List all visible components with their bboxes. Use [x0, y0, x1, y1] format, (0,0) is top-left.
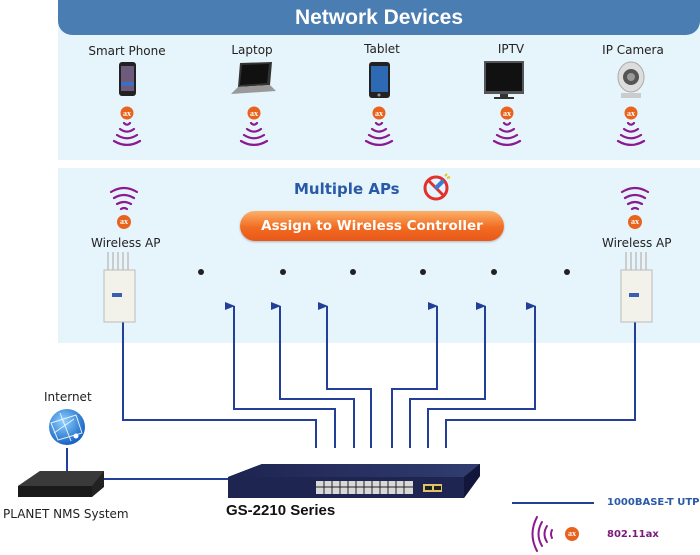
cable-uplink-5: [409, 302, 486, 448]
wifi-wave: [498, 127, 516, 133]
device-ip-camera: IP Camera: [578, 43, 688, 57]
network-devices-title: Network Devices: [58, 0, 700, 35]
device-smart-phone: Smart Phone: [72, 44, 182, 58]
smartphone-icon: [119, 62, 136, 96]
wifi-wave: [118, 127, 136, 133]
wifi-wave: [492, 139, 522, 147]
wifi-wave: [622, 127, 640, 133]
wifi-wave: [495, 133, 519, 140]
switch-icon: [228, 464, 480, 498]
ax-badge: [624, 106, 638, 120]
legend-ax-badge: ax: [565, 527, 579, 541]
internet-label: Internet: [44, 390, 92, 404]
multiple-aps-title: Multiple APs: [294, 180, 400, 198]
ax-badge-text: ax: [123, 109, 131, 118]
cable-left-ap: [122, 322, 317, 448]
wifi-wave: [122, 121, 132, 126]
cable-uplink-6: [427, 302, 536, 448]
dot: [350, 269, 356, 275]
ap-icons: [103, 186, 653, 323]
left-ap-label: Wireless AP: [91, 236, 161, 250]
tablet-icon: [369, 62, 390, 98]
no-cable-icon: [423, 173, 451, 201]
dot: [491, 269, 497, 275]
device-wifi-3: ax: [492, 106, 522, 147]
wifi-wave: [616, 139, 646, 147]
wifi-wave: [370, 127, 388, 133]
webcam-icon: [617, 61, 645, 98]
left-ap-device-icon: [103, 252, 136, 323]
device-tablet: Tablet: [327, 42, 437, 56]
laptop-icon: [231, 62, 276, 94]
right-ap-device-icon: [620, 252, 653, 323]
ax-badge-text: ax: [503, 109, 511, 118]
wifi-wave: [619, 133, 643, 140]
right-ap-wifi-icon: [620, 186, 650, 211]
device-wifi-2: ax: [364, 106, 394, 147]
ax-badge-text: ax: [375, 109, 383, 118]
device-icons: ax ax ax ax ax: [112, 61, 646, 147]
legend-wifi-icon: [531, 516, 553, 552]
nms-device-icon: [18, 471, 104, 497]
globe-icon: [49, 409, 85, 445]
cable-uplink-4: [391, 302, 438, 448]
multiple-aps-panel: [58, 168, 700, 343]
wifi-wave: [112, 139, 142, 147]
ax-badge-text: ax: [250, 109, 258, 118]
wifi-wave: [242, 133, 266, 140]
ax-badge: [372, 106, 386, 120]
legend-wifi-label: 802.11ax: [607, 529, 659, 540]
tv-icon: [484, 61, 524, 99]
device-wifi-0: ax: [112, 106, 142, 147]
dot: [420, 269, 426, 275]
device-label: IP Camera: [602, 43, 664, 57]
device-laptop: Laptop: [197, 43, 307, 57]
wifi-wave: [364, 139, 394, 147]
wifi-wave: [245, 127, 263, 133]
device-wifi-1: ax: [239, 106, 269, 147]
device-iptv: IPTV: [456, 42, 566, 56]
ax-badge: [500, 106, 514, 120]
assign-to-wireless-controller-button[interactable]: Assign to Wireless Controller: [240, 211, 504, 241]
device-label: IPTV: [497, 42, 525, 56]
right-ap-label: Wireless AP: [602, 236, 672, 250]
wifi-wave: [626, 121, 636, 126]
wifi-wave: [249, 121, 259, 126]
device-label: Tablet: [364, 42, 400, 56]
device-wifi-4: ax: [616, 106, 646, 147]
wifi-wave: [502, 121, 512, 126]
cable-uplink-2: [271, 302, 355, 448]
wifi-wave: [374, 121, 384, 126]
right-ap-ax-badge: ax: [628, 215, 642, 229]
dot: [198, 269, 204, 275]
ax-badge: [247, 106, 261, 120]
device-label: Smart Phone: [88, 44, 166, 58]
wifi-wave: [115, 133, 139, 140]
cable-uplink-1: [225, 302, 336, 448]
cable-right-ap: [445, 322, 636, 448]
dot: [280, 269, 286, 275]
cable-uplink-3: [318, 302, 372, 448]
dot: [564, 269, 570, 275]
left-ap-wifi-icon: [109, 186, 139, 211]
nms-label: PLANET NMS System: [3, 507, 129, 521]
multiple-aps-label: Multiple APs: [294, 180, 400, 198]
wifi-wave: [367, 133, 391, 140]
switch-model-label: GS-2210 Series: [226, 502, 336, 519]
left-ap-ax-badge: ax: [117, 215, 131, 229]
ax-badge: [120, 106, 134, 120]
legend-utp-label: 1000BASE-T UTP: [607, 497, 700, 508]
device-label: Laptop: [231, 43, 273, 57]
ax-badge-text: ax: [627, 109, 635, 118]
wifi-wave: [239, 139, 269, 147]
